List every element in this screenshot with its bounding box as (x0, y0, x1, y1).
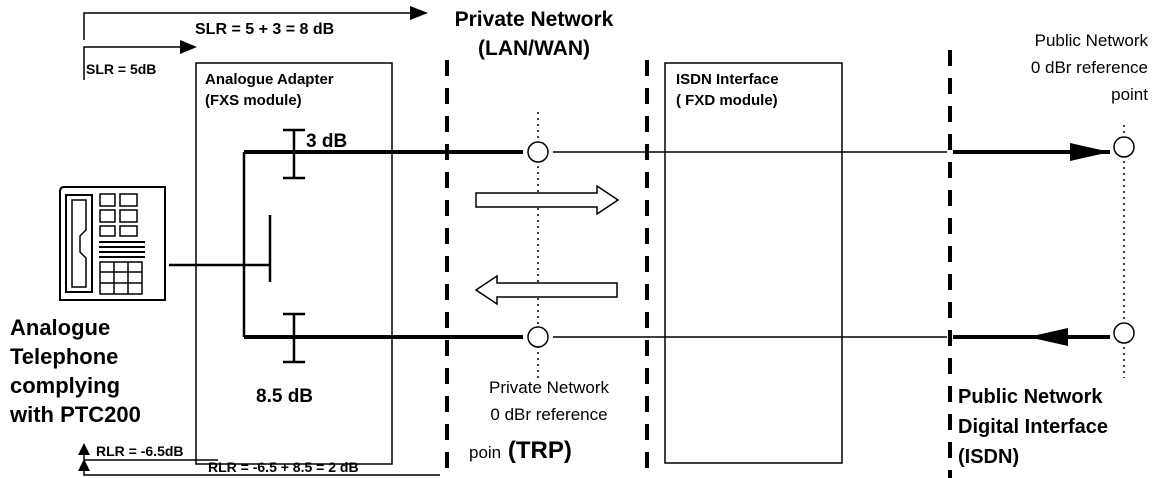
rlr-phone-label: RLR = -6.5dB (96, 443, 184, 459)
adapter-title: Analogue Adapter (205, 71, 334, 88)
receive-path (244, 328, 1110, 346)
forward-hollow-arrow (475, 184, 620, 216)
rlr-total-label: RLR = -6.5 + 8.5 = 2 dB (208, 459, 359, 475)
private-reference-label-2: 0 dBr reference (490, 405, 607, 424)
send-arrowhead (1070, 143, 1110, 161)
private-network-subtitle: (LAN/WAN) (478, 37, 590, 60)
telephone-icon (59, 186, 166, 301)
receive-attenuator (283, 312, 305, 364)
private-reference-label-1: Private Network (489, 378, 609, 397)
private-network-title: Private Network (455, 8, 614, 31)
analogue-adapter-box (195, 62, 393, 465)
private-send-reference-point (527, 141, 549, 163)
adapter-subtitle: (FXS module) (205, 92, 302, 109)
slr-adapter-arrow (83, 40, 197, 80)
phone-caption-2: Telephone (10, 344, 118, 369)
public-send-reference-point (1113, 136, 1135, 158)
phone-caption-1: Analogue (10, 315, 110, 340)
public-reference-label-1: Public Network (1035, 31, 1149, 50)
isdn-title: ISDN Interface (676, 71, 779, 88)
public-digital-label-2: Digital Interface (958, 416, 1108, 438)
isdn-interface-box (664, 62, 843, 464)
send-attenuator (283, 128, 305, 180)
phone-caption-3: complying (10, 373, 120, 398)
public-digital-label-1: Public Network (958, 386, 1103, 408)
public-reference-label-2: 0 dBr reference (1031, 58, 1148, 77)
public-reference-label-3: point (1111, 85, 1148, 104)
phone-caption-4: with PTC200 (9, 402, 141, 427)
rlr-total-arrow (78, 459, 440, 476)
slr-total-label: SLR = 5 + 3 = 8 dB (195, 21, 334, 38)
slr-adapter-label: SLR = 5dB (86, 61, 156, 77)
slr-total-arrow (83, 6, 428, 40)
backward-hollow-arrow (474, 274, 618, 306)
hybrid-junction (169, 152, 272, 337)
private-receive-reference-point (527, 326, 549, 348)
receive-arrowhead (1028, 328, 1068, 346)
send-path (244, 143, 1110, 161)
isdn-subtitle: ( FXD module) (676, 92, 778, 109)
public-digital-label-3: (ISDN) (958, 446, 1019, 468)
send-attenuation-label: 3 dB (306, 131, 347, 152)
private-reference-label-3: poin (TRP) (469, 437, 572, 464)
public-receive-reference-point (1113, 322, 1135, 344)
receive-attenuation-label: 8.5 dB (256, 386, 313, 407)
